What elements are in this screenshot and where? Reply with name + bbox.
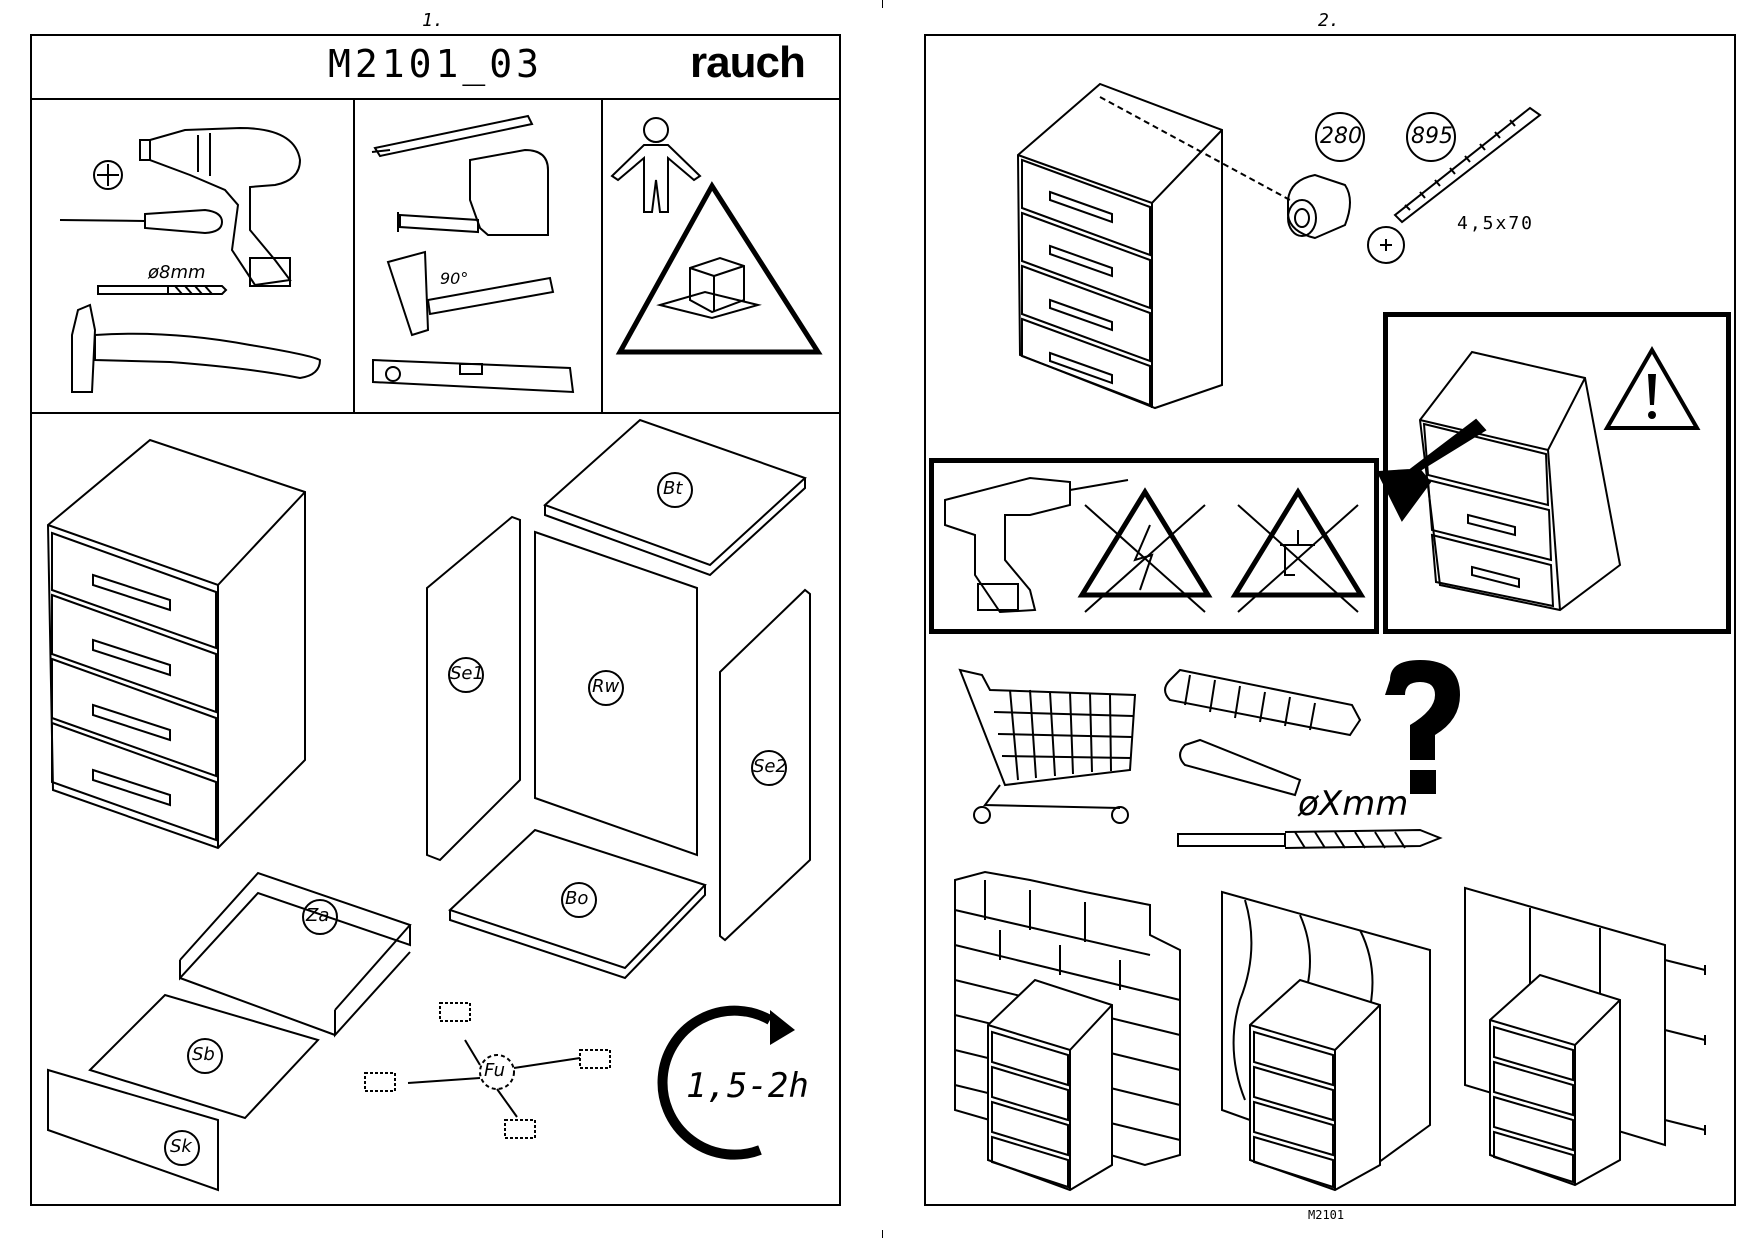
tools-col-divider-1 — [353, 98, 355, 413]
fitting-280-label: 280 — [1320, 124, 1362, 149]
header-divider — [30, 98, 841, 100]
fitting-895-label: 895 — [1411, 124, 1453, 149]
part-drawer-bottom — [88, 993, 320, 1120]
part-back-panel — [534, 530, 698, 857]
chest-on-drywall — [1489, 973, 1621, 1187]
screwdriver-icon — [59, 208, 224, 235]
part-top-panel — [543, 418, 807, 577]
cordless-drill-icon — [139, 126, 302, 287]
tools-col-divider-2 — [601, 98, 603, 413]
brand-logo: rauch — [690, 38, 806, 87]
electric-hazard-icon — [1077, 487, 1213, 613]
page-number-1: 1. — [422, 10, 444, 31]
chest-on-wood-wall — [1249, 978, 1381, 1192]
model-code: M2101_03 — [328, 42, 544, 86]
hammer-icon — [71, 303, 322, 393]
tools-row-divider — [30, 412, 841, 414]
warning-triangle-icon — [615, 181, 823, 355]
page-divider-mark-bottom — [882, 1230, 883, 1238]
drill-bit-size-label-2: øXmm — [1298, 784, 1409, 824]
part-side-panel-2 — [719, 588, 811, 942]
label-rw: Rw — [592, 676, 620, 697]
label-sb: Sb — [192, 1044, 215, 1065]
part-drawer-front — [47, 1068, 219, 1192]
page-divider-mark-top — [882, 0, 883, 8]
part-side-panel-1 — [426, 515, 521, 862]
drill-bit-icon — [97, 285, 228, 295]
label-bt: Bt — [663, 478, 683, 499]
drill-safety-box — [929, 458, 1379, 634]
screw-icon — [1367, 106, 1542, 264]
warning-triangle-icon — [1603, 345, 1701, 430]
question-mark-icon — [1385, 660, 1460, 794]
part-drawer-frame — [179, 871, 412, 1038]
label-za: Za — [306, 905, 330, 926]
page-1-frame — [30, 34, 841, 1206]
person-icon — [610, 117, 702, 213]
chest-fitting-illustration — [1016, 82, 1291, 410]
label-bo: Bo — [565, 888, 589, 909]
assembly-time-icon — [657, 1005, 773, 1160]
assembly-time-label: 1,5-2h — [686, 1066, 809, 1106]
spirit-level-icon — [372, 358, 575, 394]
wall-plug-icon — [1164, 668, 1362, 797]
square-angle-label: 90° — [440, 269, 468, 288]
footer-code: M2101 — [1308, 1208, 1345, 1222]
assembled-chest-illustration — [46, 438, 306, 850]
page-2-frame — [924, 34, 1736, 1206]
pencil-icon — [371, 114, 534, 158]
label-se1: Se1 — [450, 663, 484, 684]
drill-bit-size-label: ø8mm — [147, 262, 206, 283]
label-sk: Sk — [170, 1136, 192, 1157]
tip-over-warning-icon — [1376, 350, 1622, 612]
cam-fitting-icon — [1287, 112, 1365, 240]
cordless-drill-icon — [944, 476, 1129, 614]
label-se2: Se2 — [753, 756, 787, 777]
square-icon — [386, 250, 555, 337]
tape-measure-icon — [397, 148, 549, 236]
water-pipe-hazard-icon — [1230, 487, 1366, 613]
shopping-cart-icon — [958, 668, 1137, 824]
page-number-2: 2. — [1318, 10, 1340, 31]
phillips-bit-icon — [93, 160, 123, 190]
screw-size-label: 4,5x70 — [1457, 213, 1535, 234]
label-fu: Fu — [484, 1060, 506, 1081]
part-bottom-panel — [448, 828, 707, 980]
part-feet — [364, 1002, 611, 1139]
chest-on-brick-wall — [987, 978, 1113, 1192]
timer-arrow-head — [770, 1010, 795, 1045]
drill-bit-icon — [1177, 828, 1443, 849]
